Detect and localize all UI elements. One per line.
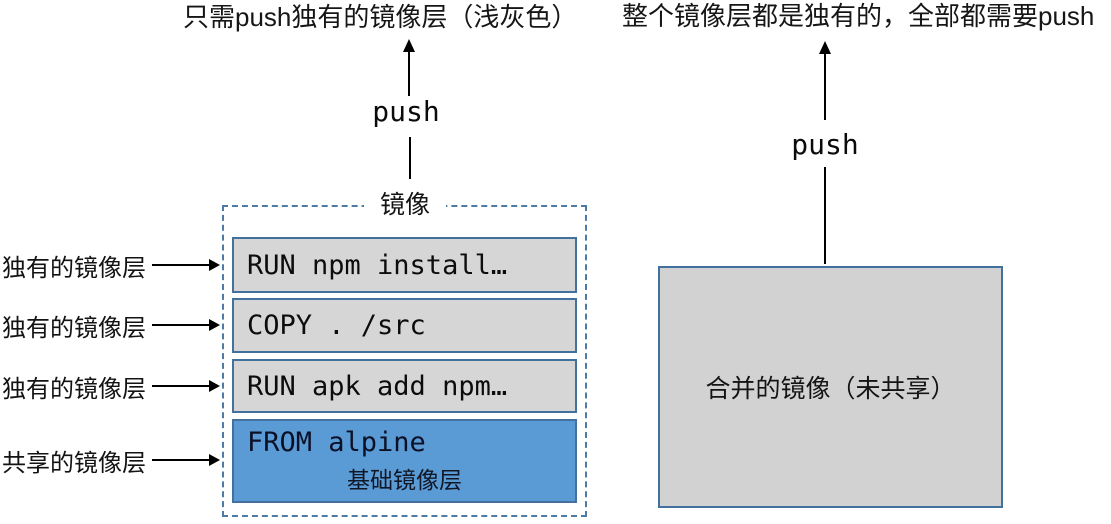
connector-line-left bbox=[409, 137, 411, 179]
layer-from-alpine-base: FROM alpine 基础镜像层 bbox=[232, 419, 577, 503]
side-label-text: 共享的镜像层 bbox=[2, 449, 146, 477]
push-label-right: push bbox=[791, 128, 859, 161]
side-label-unique-3: 独有的镜像层 bbox=[2, 372, 220, 403]
label-arrow-shaft bbox=[152, 264, 209, 266]
caption-right: 整个镜像层都是独有的，全部都需要push bbox=[622, 1, 1095, 31]
right-arrow-icon bbox=[209, 380, 220, 392]
layer-command: COPY . /src bbox=[247, 310, 426, 341]
label-arrow-shaft bbox=[152, 385, 209, 387]
side-label-text: 独有的镜像层 bbox=[2, 375, 146, 403]
right-arrow-icon bbox=[209, 454, 220, 466]
layer-command: RUN apk add npm… bbox=[247, 370, 508, 402]
image-box-title: 镜像 bbox=[363, 190, 447, 220]
push-label-left: push bbox=[372, 95, 440, 128]
label-arrow-shaft bbox=[152, 324, 209, 326]
label-arrow-shaft bbox=[152, 459, 209, 461]
layer-run-apk-add: RUN apk add npm… bbox=[232, 359, 577, 413]
layer-run-npm-install: RUN npm install… bbox=[232, 237, 577, 293]
merged-image-box: 合并的镜像（未共享） bbox=[658, 266, 1003, 508]
base-layer-sublabel: 基础镜像层 bbox=[347, 467, 462, 493]
right-arrow-icon bbox=[209, 259, 220, 271]
side-label-unique-1: 独有的镜像层 bbox=[2, 251, 220, 282]
layer-command: FROM alpine bbox=[247, 427, 426, 458]
connector-line-right bbox=[824, 167, 826, 264]
layer-copy-src: COPY . /src bbox=[232, 298, 577, 353]
merged-image-label: 合并的镜像（未共享） bbox=[705, 375, 956, 403]
layer-command: RUN npm install… bbox=[247, 249, 508, 281]
right-arrow-icon bbox=[209, 319, 220, 331]
caption-left: 只需push独有的镜像层（浅灰色） bbox=[183, 2, 578, 32]
up-arrow-left-icon bbox=[403, 39, 415, 96]
side-label-text: 独有的镜像层 bbox=[2, 254, 146, 282]
side-label-unique-2: 独有的镜像层 bbox=[2, 311, 220, 342]
side-label-text: 独有的镜像层 bbox=[2, 314, 146, 342]
side-label-shared: 共享的镜像层 bbox=[2, 446, 220, 477]
up-arrow-right-icon bbox=[819, 41, 831, 120]
